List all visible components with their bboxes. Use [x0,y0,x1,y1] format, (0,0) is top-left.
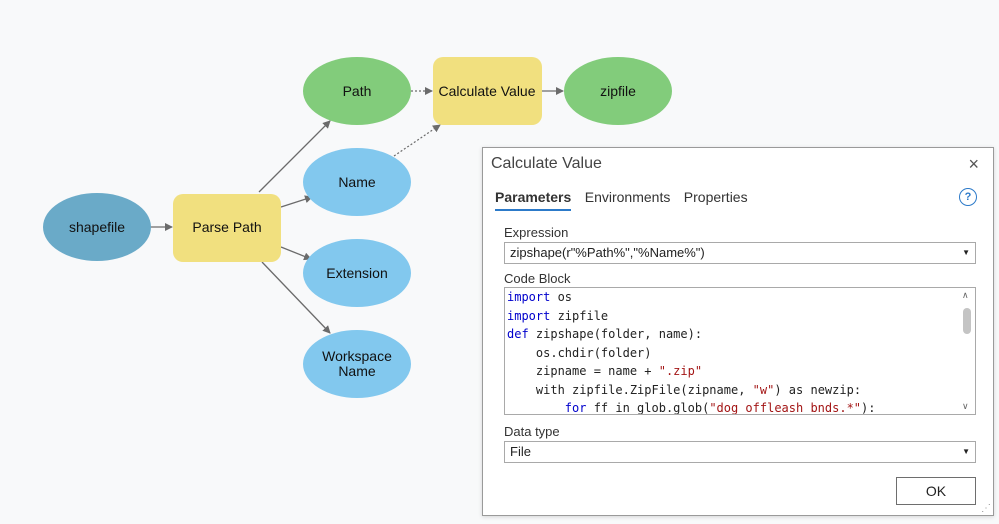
dialog-title: Calculate Value [491,155,602,172]
tab-parameters[interactable]: Parameters [495,189,572,211]
code-token-kw: import [507,308,551,323]
node-extension-label: Extension [326,265,387,281]
connector-name-calculatevalue [393,124,441,157]
node-parse-path[interactable]: Parse Path [173,194,281,262]
code-token-indent [507,401,565,414]
code-line: for ff in glob.glob("dog_offleash_bnds.*… [505,399,975,415]
code-token-indent [507,364,536,378]
code-token-kw: import [507,290,551,304]
code-line: os.chdir(folder) [505,344,975,363]
code-token-rest: zipfile [550,308,609,323]
node-path-label: Path [343,83,372,99]
scroll-down-icon[interactable]: ∨ [962,401,969,411]
code-scrollbar[interactable]: ∧ ∨ [959,288,975,414]
scroll-thumb[interactable] [963,308,971,334]
code-token-tail: ): [861,401,876,415]
node-shapefile[interactable]: shapefile [43,193,151,261]
code-token-kw: def [507,327,529,341]
code-token-rest: os.chdir(folder) [535,345,652,360]
data-type-label: Data type [504,424,560,439]
code-line: with zipfile.ZipFile(zipname, "w") as ne… [505,381,975,400]
tab-environments[interactable]: Environments [584,189,671,205]
node-shapefile-label: shapefile [69,219,125,235]
code-token-rest: os [550,290,573,304]
ok-button[interactable]: OK [896,477,976,505]
node-workspace-name[interactable]: Workspace Name [303,330,411,398]
code-token-str: "w" [752,382,775,397]
node-calculate-value[interactable]: Calculate Value [433,57,542,125]
code-token-rest: zipname = name + [535,364,659,378]
chevron-down-icon[interactable]: ▼ [962,248,970,257]
code-token-tail: ) as newzip: [774,382,862,397]
connector-parsepath-extension [280,246,312,261]
scroll-up-icon[interactable]: ∧ [962,290,969,300]
help-icon[interactable]: ? [959,188,977,206]
node-workspace-name-line2: Name [338,363,376,379]
code-token-kw: for [564,401,587,415]
code-token-rest: ff in glob.glob( [586,401,710,415]
code-line: def zipshape(folder, name): [505,325,975,344]
code-token-rest: zipshape(folder, name): [528,327,703,341]
code-block-label: Code Block [504,271,571,286]
tab-properties[interactable]: Properties [683,189,748,205]
node-name-label: Name [338,174,376,190]
data-type-value: File [510,444,531,459]
node-extension[interactable]: Extension [303,239,411,307]
connector-parsepath-path [258,120,331,193]
code-token-str: ".zip" [658,364,703,378]
node-calculate-value-label: Calculate Value [438,83,535,99]
data-type-select[interactable]: File ▼ [504,441,976,463]
code-token-rest: with zipfile.ZipFile(zipname, [535,382,753,397]
node-parse-path-label: Parse Path [192,219,261,235]
code-token-indent [507,383,536,397]
code-token-str: "dog_offleash_bnds.*" [709,401,862,415]
node-zipfile-label: zipfile [600,83,636,99]
connector-parsepath-name [280,195,313,208]
expression-field[interactable]: zipshape(r"%Path%","%Name%") ▼ [504,242,976,264]
node-path[interactable]: Path [303,57,411,125]
expression-label: Expression [504,225,569,240]
expression-value: zipshape(r"%Path%","%Name%") [510,245,705,260]
code-line: import zipfile [505,307,975,326]
node-workspace-name-line1: Workspace [322,348,392,364]
node-zipfile[interactable]: zipfile [564,57,672,125]
calculate-value-dialog: Calculate Value × Parameters Environment… [482,147,994,516]
connector-parsepath-workspace [261,261,331,334]
chevron-down-icon[interactable]: ▼ [962,447,970,456]
dialog-tabs: Parameters Environments Properties [495,189,757,213]
node-name[interactable]: Name [303,148,411,216]
close-icon[interactable]: × [968,154,979,174]
resize-grip-icon[interactable]: ⋰ [981,503,991,514]
code-token-indent [507,346,536,360]
code-line: zipname = name + ".zip" [505,362,975,381]
code-line: import os [505,288,975,307]
